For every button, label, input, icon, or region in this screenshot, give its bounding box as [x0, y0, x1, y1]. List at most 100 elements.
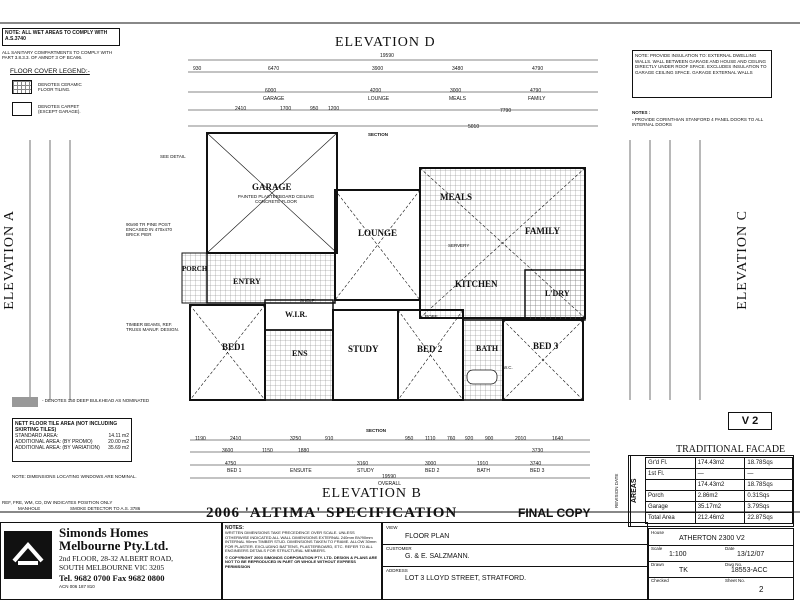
sheet-label: Sheet No. — [725, 578, 746, 583]
notes-block-text: WRITTEN DIMENSIONS TAKE PRECEDENCE OVER … — [225, 530, 377, 553]
dim-bot-r2-3: 1880 — [298, 448, 310, 454]
company-name-1: Simonds Homes — [59, 525, 149, 540]
dim-bot-label-bed3: BED 3 — [530, 468, 545, 474]
room-ldry: L'DRY — [545, 289, 570, 298]
room-lounge: LOUNGE — [358, 228, 398, 238]
divider — [649, 577, 793, 578]
view-value: FLOOR PLAN — [405, 533, 450, 540]
date-value: 13/12/07 — [737, 551, 765, 558]
dim-lounge: 4200 — [370, 88, 382, 94]
company-acn: ACN 006 187 810 — [59, 584, 95, 589]
tile-area-value: 14.11 m2 — [108, 433, 129, 439]
areas-name: Garage — [645, 501, 696, 513]
room-wc: W.C. — [503, 365, 513, 370]
dim-top-4: 3480 — [452, 66, 464, 72]
spec-title: 2006 'ALTIMA' SPECIFICATION — [206, 505, 458, 521]
simonds-logo-icon — [4, 531, 52, 579]
tile-area-row: STANDARD AREA:14.11 m2 — [15, 433, 129, 439]
dim-bot-r3-2: 3160 — [357, 461, 369, 467]
room-wir: W.I.R. — [285, 310, 308, 319]
doors-note: - PROVIDE CORINTHIAN STANFORD 4 PANEL DO… — [632, 117, 764, 127]
version-badge: V 2 — [728, 412, 772, 430]
dim-bot-label-bed1: BED 1 — [227, 468, 242, 474]
drawn-label: Drawn — [651, 562, 665, 567]
notes-block-title: NOTES: — [225, 525, 244, 531]
tile-area-label: ADDITIONAL AREA: (BY PROMO) — [15, 439, 93, 445]
house-value: ATHERTON 2300 V2 — [679, 535, 745, 542]
divider — [649, 561, 793, 562]
overall-dim-top: 19590 — [380, 53, 394, 59]
divider — [649, 545, 793, 546]
dim-meals: 3000 — [450, 88, 462, 94]
company-address-1: 2nd FLOOR, 28-32 ALBERT ROAD, — [59, 554, 174, 563]
overall-dim-bottom-label: OVERALL — [378, 481, 402, 487]
address-label: ADDRESS — [386, 568, 408, 573]
areas-sq: 3.79Sqs — [744, 501, 793, 513]
areas-sq: 18.78Sqs — [744, 457, 793, 469]
dim-lounge-label: LOUNGE — [368, 96, 390, 102]
house-label: House — [651, 530, 665, 535]
wet-areas-note: NOTE: ALL WET AREAS TO COMPLY WITH A.S.3… — [2, 28, 120, 46]
drawing-info-block: House ATHERTON 2300 V2 Scale 1:100 Date … — [648, 528, 794, 600]
dim-bot-4: 910 — [325, 436, 334, 442]
pine-post-note: 90x90 TR PINE POST ENCASED IN 470x470 BR… — [126, 222, 173, 237]
room-meals: MEALS — [440, 192, 473, 202]
room-family: FAMILY — [525, 226, 561, 236]
room-bed3: BED 3 — [533, 341, 559, 351]
dim-row4-2: 5010 — [468, 124, 480, 130]
room-bath: BATH — [476, 344, 499, 353]
legend-carpet-label: DENOTES CARPET (EXCEPT GARAGE). — [38, 104, 81, 114]
dim-top-2: 6470 — [268, 66, 280, 72]
room-entry: ENTRY — [233, 277, 261, 286]
carpet-swatch — [12, 102, 32, 116]
room-study: STUDY — [348, 344, 379, 354]
dim-bot-2: 2410 — [230, 436, 242, 442]
dim-bot-9: 900 — [485, 436, 494, 442]
company-phone: Tel. 9682 0700 Fax 9682 0800 — [59, 573, 165, 583]
divider — [383, 544, 647, 545]
dim-garage: 6000 — [265, 88, 277, 94]
dim-meals-label: MEALS — [449, 96, 466, 102]
room-porch: PORCH — [182, 265, 208, 273]
bulkhead-note: - DENOTES 150 DEEP BULKHEAD AS NOMINATED — [42, 398, 150, 403]
date-label: Date — [725, 546, 735, 551]
areas-label: AREAS — [630, 456, 642, 526]
company-address-2: SOUTH MELBOURNE VIC 3205 — [59, 563, 165, 572]
areas-sq: 22.87Sqs — [744, 512, 793, 524]
tile-area-label: ADDITIONAL AREA: (BY VARIATION) — [15, 445, 100, 451]
dim-bot-r2-4: 3730 — [532, 448, 544, 454]
tile-area-value: 35.69 m2 — [108, 445, 129, 451]
dim-bot-1: 1190 — [195, 436, 206, 442]
floor-tile-area-box: NETT FLOOR TILE AREA (NOT INCLUDING SKIR… — [12, 418, 132, 462]
areas-m2: 174.43m2 — [694, 479, 746, 491]
areas-name: Total Area — [645, 512, 696, 524]
floor-tile-area-title: NETT FLOOR TILE AREA (NOT INCLUDING SKIR… — [15, 421, 118, 433]
facade-title: TRADITIONAL FACADE — [676, 444, 786, 455]
areas-sq: — — [744, 468, 793, 480]
dim-garage-label: GARAGE — [263, 96, 285, 102]
section-top: SECTION — [368, 132, 389, 137]
dim-bot-6: 1110 — [425, 436, 436, 442]
dwg-label: Dwg No. — [725, 562, 743, 567]
dim-family-label: FAMILY — [528, 96, 546, 102]
areas-m2: 174.43m2 — [694, 457, 746, 469]
dim-bot-label-bath: BATH — [477, 468, 490, 474]
dim-bot-3: 3250 — [290, 436, 302, 442]
dwg-value: 18553-ACC — [731, 567, 768, 574]
dim-top-5: 4790 — [532, 66, 544, 72]
areas-row: 1st Fl.—— — [645, 468, 793, 480]
dim-bot-5: 950 — [405, 436, 414, 442]
room-garage: GARAGE — [252, 182, 292, 192]
smoke-note: SMOKE DETECTOR TO A.S. 3786 — [70, 506, 141, 511]
customer-label: CUSTOMER — [386, 546, 412, 551]
section-bottom: SECTION — [366, 428, 387, 433]
dim-row3-3: 950 — [310, 106, 319, 112]
dim-bot-label-study: STUDY — [357, 468, 374, 474]
areas-name: Porch — [645, 490, 696, 502]
elevation-b-label: ELEVATION B — [322, 486, 422, 501]
